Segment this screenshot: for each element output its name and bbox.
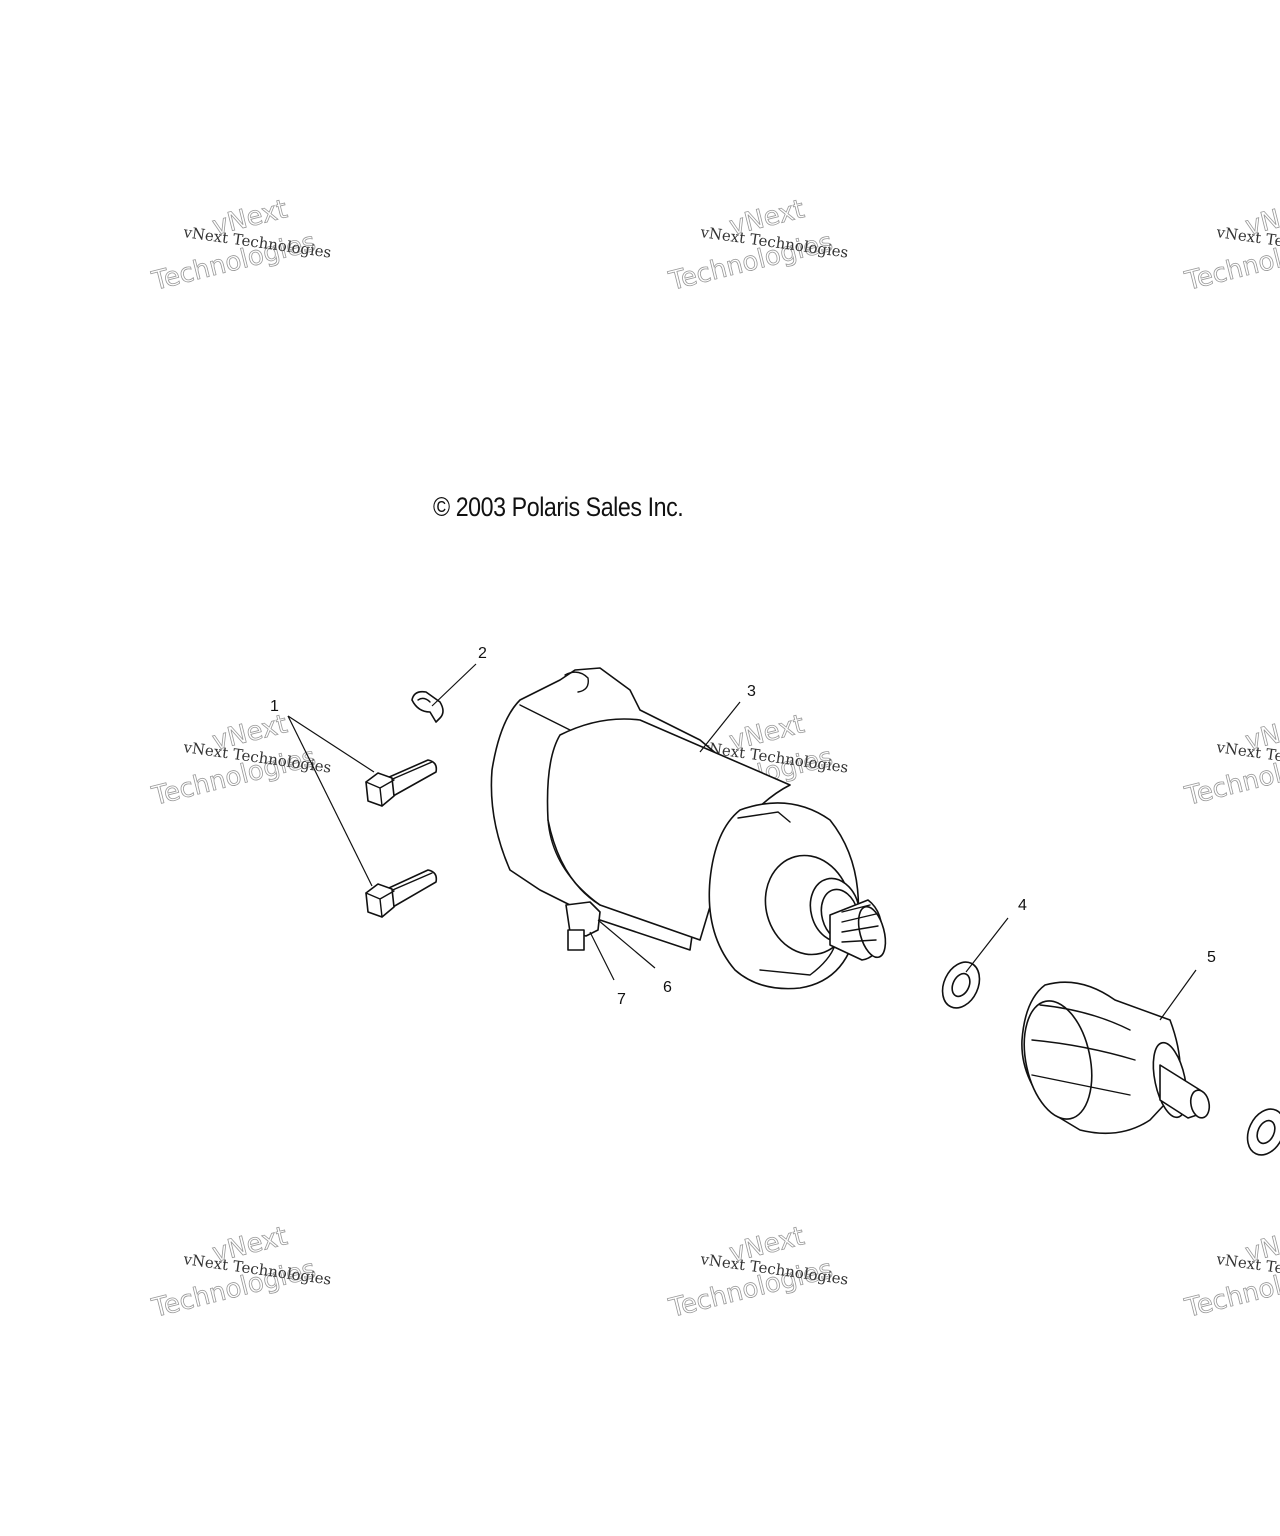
watermark: vNext Technologies vNext Technologies	[1181, 194, 1280, 298]
callout-labels: 1 2 3 4 5 6 7	[270, 645, 1216, 1008]
watermark: vNext Technologies vNext Technologies	[665, 1221, 849, 1325]
clamp	[411, 690, 444, 723]
washer	[941, 961, 981, 1009]
watermark: vNext Technologies vNext Technologies	[148, 194, 332, 298]
callout-5: 5	[1207, 949, 1216, 966]
callout-4: 4	[1018, 897, 1027, 914]
starter-motor	[490, 667, 887, 990]
callout-3: 3	[747, 683, 756, 700]
copyright-notice: © 2003 Polaris Sales Inc.	[433, 492, 684, 522]
callout-6: 6	[663, 979, 672, 996]
starter-drive	[1021, 981, 1211, 1135]
watermark: vNext Technologies vNext Technologies	[1181, 709, 1280, 813]
leader-lines	[287, 663, 1197, 1021]
watermark: vNext Technologies vNext Technologies	[665, 194, 849, 298]
washer-partial	[1246, 1108, 1280, 1156]
bolt-upper	[365, 759, 438, 807]
callout-1: 1	[270, 698, 279, 715]
callout-2: 2	[478, 645, 487, 662]
watermark: vNext Technologies vNext Technologies	[148, 709, 332, 813]
watermark: vNext Technologies vNext Technologies	[148, 1221, 332, 1325]
bolt-lower	[365, 869, 438, 918]
callout-7: 7	[617, 991, 626, 1008]
watermark: vNext Technologies vNext Technologies	[1181, 1221, 1280, 1325]
